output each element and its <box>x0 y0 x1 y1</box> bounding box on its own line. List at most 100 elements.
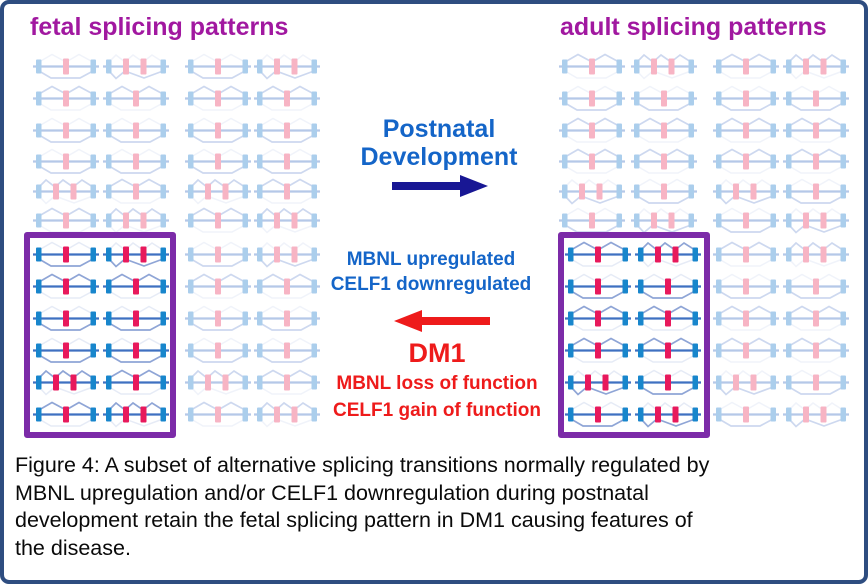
splicing-diagram-fetal-r5-c1 <box>33 176 99 206</box>
splicing-diagram-fetal-r2-c1 <box>33 83 99 113</box>
splicing-diagram-adult-r12-c2 <box>635 399 701 429</box>
splicing-diagram-fetal-r2-c2 <box>103 83 169 113</box>
splicing-diagram-fetal-r12-c1 <box>33 399 99 429</box>
splicing-diagram-fetal-r7-c4 <box>254 239 320 269</box>
postnatal-line: Postnatal <box>382 115 496 143</box>
splicing-diagram-adult-r5-c2 <box>631 176 697 206</box>
splicing-diagram-fetal-r4-c3 <box>185 146 251 176</box>
splicing-diagram-adult-r6-c4 <box>783 205 849 235</box>
splicing-diagram-fetal-r4-c2 <box>103 146 169 176</box>
figure-caption: Figure 4: A subset of alternative splici… <box>15 452 863 562</box>
splicing-diagram-fetal-r11-c2 <box>103 367 169 397</box>
splicing-diagram-fetal-r11-c3 <box>185 367 251 397</box>
splicing-diagram-adult-r3-c1 <box>559 115 625 145</box>
fetal-splicing-grid <box>4 4 864 454</box>
splicing-diagram-adult-r10-c4 <box>783 335 849 365</box>
postnatal-right-arrow-icon <box>392 175 488 202</box>
splicing-diagram-adult-r8-c1 <box>565 271 631 301</box>
caption-line: MBNL upregulation and/or CELF1 downregul… <box>15 480 649 505</box>
splicing-diagram-fetal-r4-c4 <box>254 146 320 176</box>
splicing-diagram-adult-r4-c3 <box>713 146 779 176</box>
splicing-diagram-adult-r4-c4 <box>783 146 849 176</box>
splicing-diagram-fetal-r1-c4 <box>254 51 320 81</box>
splicing-diagram-adult-r3-c3 <box>713 115 779 145</box>
mbnl-loss-line: MBNL loss of function <box>336 373 538 394</box>
mbnl-upregulated-line: MBNL upregulated <box>346 249 516 270</box>
splicing-diagram-adult-r10-c1 <box>565 335 631 365</box>
splicing-diagram-fetal-r8-c1 <box>33 271 99 301</box>
splicing-diagram-fetal-r5-c2 <box>103 176 169 206</box>
splicing-diagram-fetal-r10-c1 <box>33 335 99 365</box>
splicing-diagram-fetal-r1-c3 <box>185 51 251 81</box>
splicing-diagram-fetal-r4-c1 <box>33 146 99 176</box>
splicing-diagram-fetal-r8-c2 <box>103 271 169 301</box>
splicing-diagram-adult-r11-c2 <box>635 367 701 397</box>
splicing-diagram-fetal-r3-c4 <box>254 115 320 145</box>
splicing-diagram-adult-r7-c4 <box>783 239 849 269</box>
splicing-diagram-adult-r3-c2 <box>631 115 697 145</box>
splicing-diagram-adult-r9-c4 <box>783 303 849 333</box>
adult-panel-title: adult splicing patterns <box>560 13 827 41</box>
splicing-diagram-adult-r8-c3 <box>713 271 779 301</box>
splicing-diagram-adult-r6-c2 <box>631 205 697 235</box>
splicing-diagram-fetal-r12-c2 <box>103 399 169 429</box>
splicing-diagram-fetal-r11-c1 <box>33 367 99 397</box>
splicing-diagram-fetal-r1-c1 <box>33 51 99 81</box>
splicing-diagram-fetal-r7-c3 <box>185 239 251 269</box>
splicing-diagram-adult-r9-c2 <box>635 303 701 333</box>
splicing-diagram-adult-r2-c3 <box>713 83 779 113</box>
splicing-diagram-fetal-r5-c3 <box>185 176 251 206</box>
splicing-diagram-adult-r5-c1 <box>559 176 625 206</box>
fetal-highlight-box <box>24 232 176 438</box>
splicing-diagram-adult-r10-c3 <box>713 335 779 365</box>
fetal-panel-title: fetal splicing patterns <box>30 13 289 41</box>
splicing-diagram-adult-r5-c3 <box>713 176 779 206</box>
splicing-diagram-adult-r8-c2 <box>635 271 701 301</box>
splicing-diagram-fetal-r7-c1 <box>33 239 99 269</box>
splicing-diagram-adult-r12-c4 <box>783 399 849 429</box>
splicing-diagram-fetal-r10-c4 <box>254 335 320 365</box>
splicing-diagram-fetal-r7-c2 <box>103 239 169 269</box>
splicing-diagram-fetal-r8-c3 <box>185 271 251 301</box>
splicing-diagram-adult-r6-c3 <box>713 205 779 235</box>
splicing-diagram-adult-r11-c4 <box>783 367 849 397</box>
splicing-diagram-adult-r7-c2 <box>635 239 701 269</box>
dm1-left-arrow-icon <box>392 310 490 337</box>
splicing-diagram-adult-r12-c3 <box>713 399 779 429</box>
splicing-diagram-fetal-r10-c3 <box>185 335 251 365</box>
splicing-diagram-adult-r5-c4 <box>783 176 849 206</box>
splicing-diagram-adult-r1-c2 <box>631 51 697 81</box>
splicing-diagram-fetal-r2-c4 <box>254 83 320 113</box>
splicing-diagram-adult-r9-c1 <box>565 303 631 333</box>
splicing-diagram-adult-r2-c1 <box>559 83 625 113</box>
splicing-diagram-adult-r4-c2 <box>631 146 697 176</box>
splicing-diagram-fetal-r3-c3 <box>185 115 251 145</box>
dm1-label: DM1 <box>408 338 466 368</box>
splicing-diagram-fetal-r2-c3 <box>185 83 251 113</box>
splicing-diagram-fetal-r5-c4 <box>254 176 320 206</box>
splicing-diagram-adult-r7-c1 <box>565 239 631 269</box>
dm1-function-label: MBNL loss of function CELF1 gain of func… <box>322 370 552 424</box>
adult-splicing-grid <box>4 4 864 454</box>
splicing-diagram-adult-r3-c4 <box>783 115 849 145</box>
caption-line: the disease. <box>15 535 131 560</box>
splicing-diagram-fetal-r9-c4 <box>254 303 320 333</box>
caption-line: development retain the fetal splicing pa… <box>15 508 693 532</box>
splicing-diagram-fetal-r10-c2 <box>103 335 169 365</box>
splicing-diagram-adult-r11-c1 <box>565 367 631 397</box>
splicing-diagram-adult-r7-c3 <box>713 239 779 269</box>
splicing-diagram-fetal-r6-c3 <box>185 205 251 235</box>
celf1-downregulated-line: CELF1 downregulated <box>330 274 532 295</box>
splicing-diagram-fetal-r8-c4 <box>254 271 320 301</box>
splicing-diagram-fetal-r9-c3 <box>185 303 251 333</box>
splicing-diagram-fetal-r12-c3 <box>185 399 251 429</box>
postnatal-development-label: Postnatal Development <box>334 115 544 171</box>
splicing-diagram-fetal-r9-c1 <box>33 303 99 333</box>
splicing-diagram-fetal-r1-c2 <box>103 51 169 81</box>
adult-highlight-box <box>558 232 710 438</box>
splicing-diagram-fetal-r6-c4 <box>254 205 320 235</box>
mbnl-celf1-regulation-label: MBNL upregulated CELF1 downregulated <box>316 247 546 297</box>
splicing-diagram-fetal-r11-c4 <box>254 367 320 397</box>
celf1-gain-line: CELF1 gain of function <box>333 400 541 421</box>
splicing-diagram-adult-r1-c3 <box>713 51 779 81</box>
